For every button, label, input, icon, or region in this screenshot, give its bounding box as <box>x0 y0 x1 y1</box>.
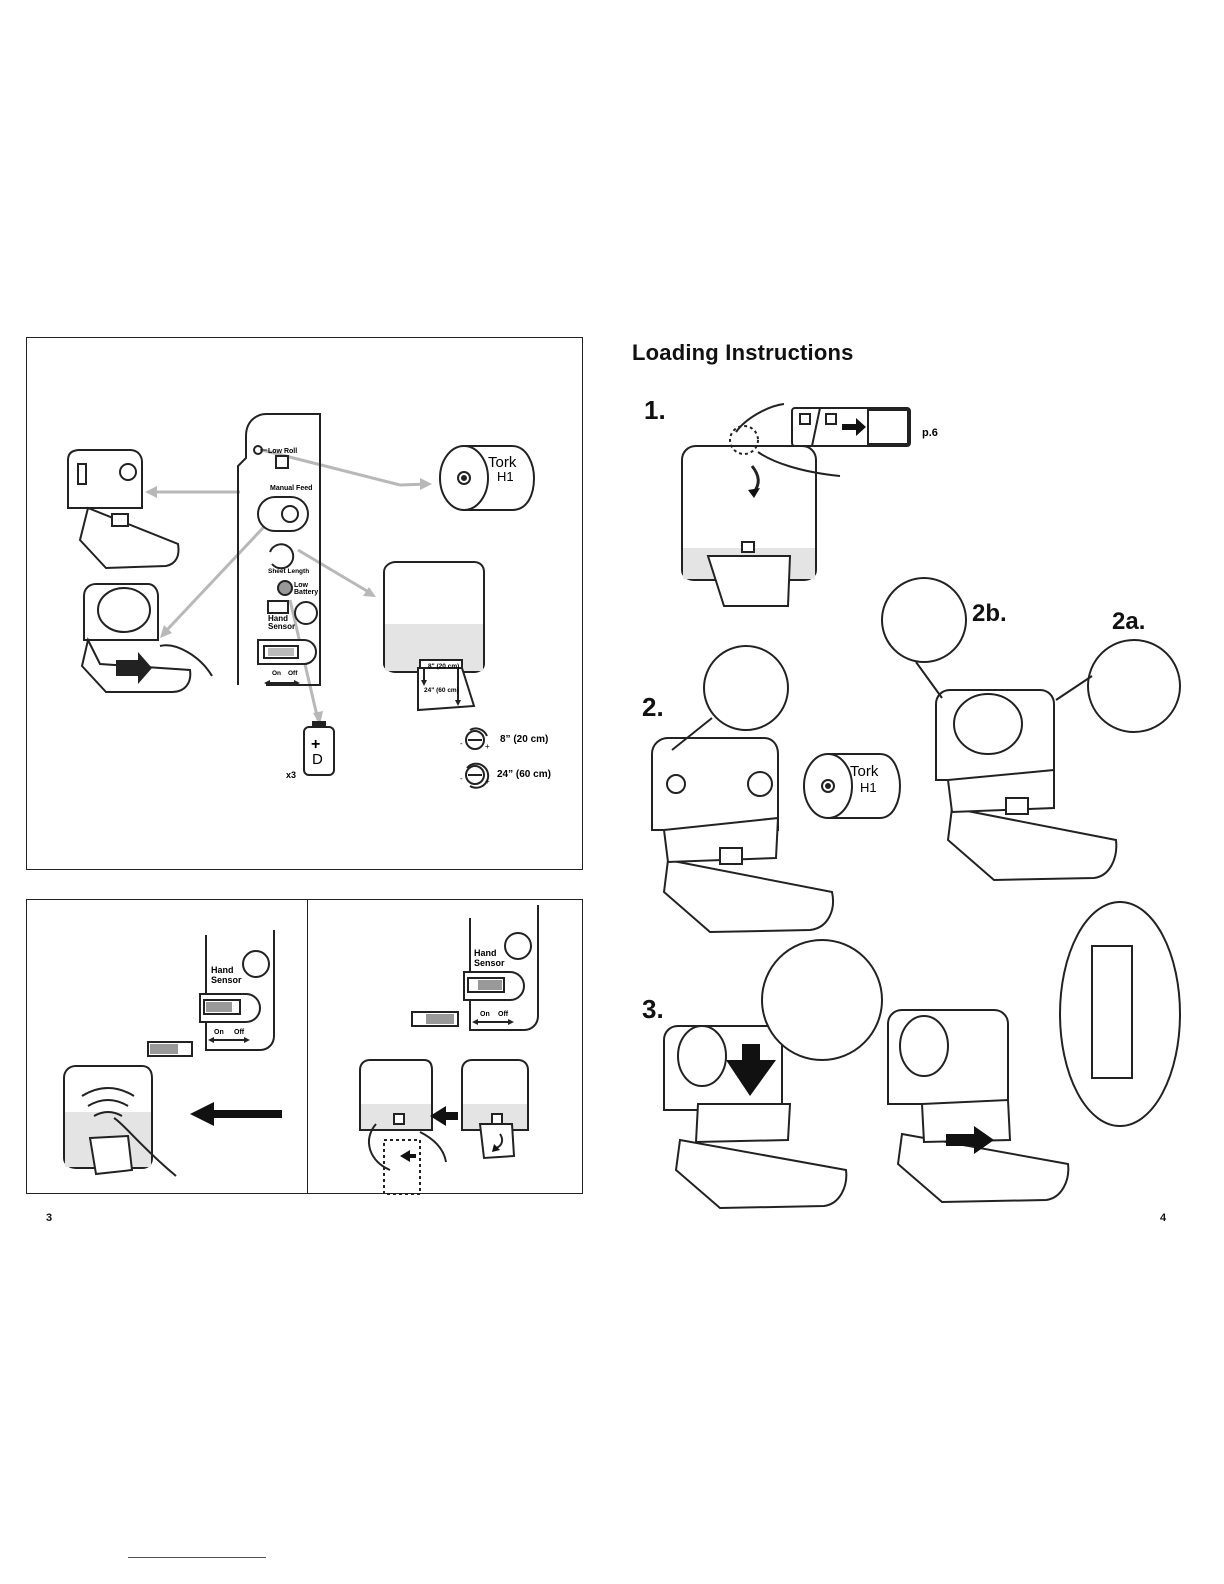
roll-brand-label-step2: Tork <box>850 763 879 780</box>
link-underline <box>128 1557 266 1558</box>
svg-text:H1: H1 <box>860 780 877 795</box>
page-reference: p.6 <box>922 427 938 439</box>
page-number-right: 4 <box>1160 1212 1166 1224</box>
dispenser-pull-paper-icon <box>888 902 1180 1202</box>
dispenser-install-roll-icon <box>882 578 1180 880</box>
dispenser-feed-paper-icon <box>664 940 882 1208</box>
